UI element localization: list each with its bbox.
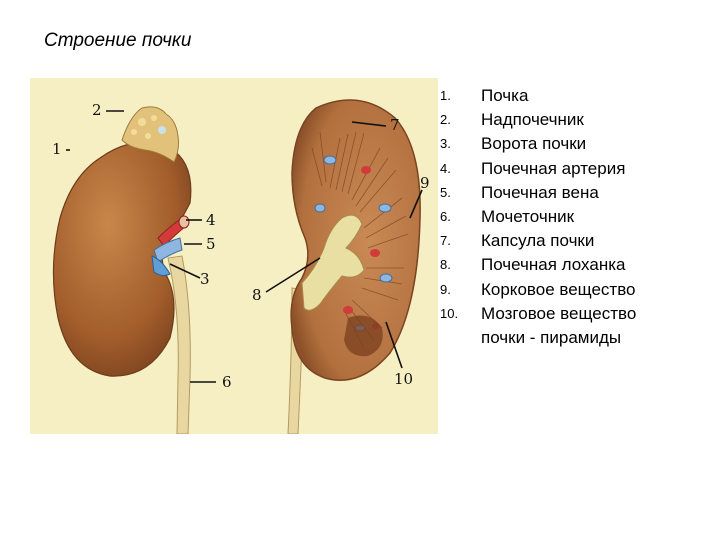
legend-item: 7. Капсула почки [440,229,710,253]
callout-10: 10 [394,370,413,388]
kidney-body [52,141,192,377]
legend-item: 10. Мозговое вещество [440,302,710,326]
legend-item-continuation: почки - пирамиды [440,326,710,350]
legend-item: 6. Мочеточник [440,205,710,229]
legend-item: 3. Ворота почки [440,132,710,156]
callout-6: 6 [222,373,232,391]
legend-label: Почечная лоханка [481,255,626,275]
callout-3: 3 [200,270,210,288]
legend-label: Корковое вещество [481,279,636,299]
ureter [167,255,191,434]
legend-number: 7. [440,233,451,249]
legend-label: Почечная вена [481,182,599,202]
callout-1: 1 [52,140,62,158]
kidney-drawing: 1 2 3 4 5 6 7 8 9 10 [52,99,430,434]
callout-5: 5 [206,235,216,253]
callout-8: 8 [252,286,262,304]
legend-number: 8. [440,257,451,273]
legend-item: 1. Почка [440,84,710,108]
callout-4: 4 [206,211,216,229]
legend-list: 1. Почка 2. Надпочечник 3. Ворота почки … [440,84,710,350]
legend-label-continuation: почки - пирамиды [481,327,622,347]
lower-pyramid [344,315,383,357]
external-kidney [52,106,192,434]
legend-label: Почечная артерия [481,158,626,178]
kidney-cross-section [287,99,421,434]
legend-label: Надпочечник [481,110,584,130]
renal-capsule [290,99,421,381]
legend-item: 2. Надпочечник [440,108,710,132]
legend-item: 5. Почечная вена [440,181,710,205]
callout-lines [66,110,423,383]
legend-number: 9. [440,281,451,297]
legend-number: 2. [440,112,451,128]
renal-vein [153,237,183,263]
legend-number: 10. [440,305,459,321]
kidney-illustration: 1 2 3 4 5 6 7 8 9 10 [30,78,438,434]
renal-pelvis [301,214,365,311]
legend-item: 9. Корковое вещество [440,278,710,302]
legend-number: 1. [440,88,451,103]
legend-label: Ворота почки [481,134,587,154]
renal-hilum [151,255,171,277]
legend-label: Почка [481,86,529,105]
legend-label: Мозговое вещество [481,303,637,323]
callout-7: 7 [390,116,400,134]
slide-title: Строение почки [44,30,192,51]
legend-number: 5. [440,184,451,200]
legend-number: 4. [440,160,451,176]
callout-9: 9 [420,174,430,192]
legend-label: Мочеточник [481,206,575,226]
legend-item: 8. Почечная лоханка [440,253,710,277]
callout-2: 2 [92,101,102,119]
legend-label: Капсула почки [481,231,595,251]
legend-number: 3. [440,136,451,152]
legend-item: 4. Почечная артерия [440,157,710,181]
legend-number: 6. [440,208,451,224]
